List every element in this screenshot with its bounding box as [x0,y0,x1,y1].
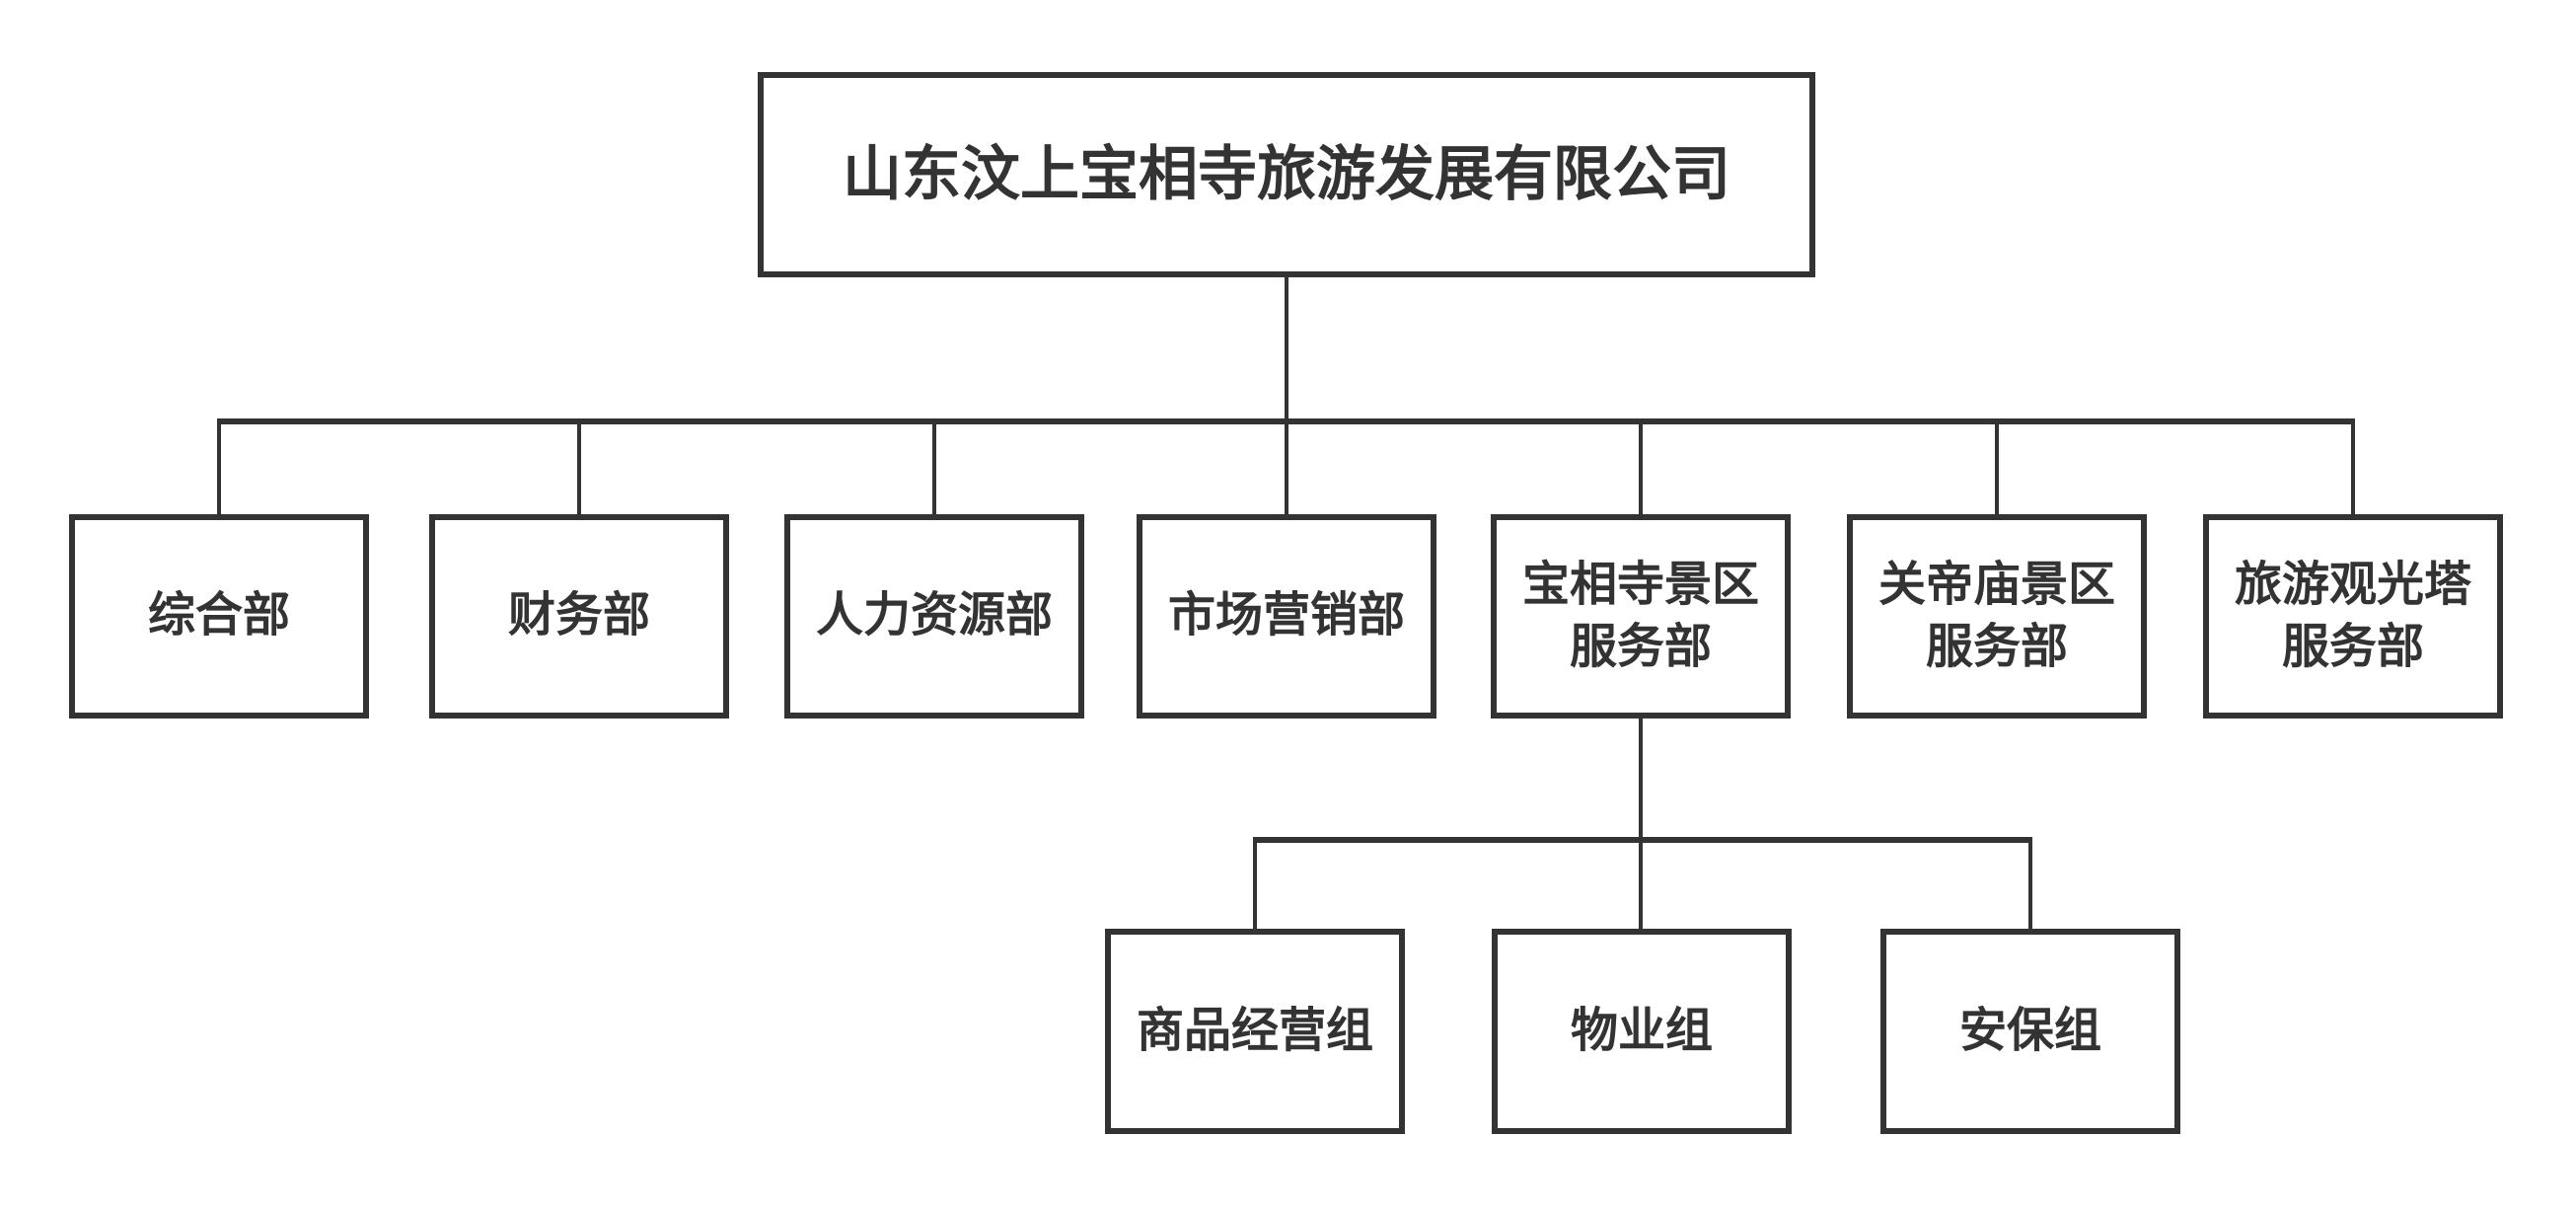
group-box-security: 安保组 [1880,929,2180,1134]
connector-baoxiangsi-stem [1639,719,1643,929]
connector-drop-tower [2351,418,2355,514]
dept-box-marketing: 市场营销部 [1137,514,1436,719]
connector-groups-bus [1253,837,2032,843]
connector-drop-security [2028,837,2032,929]
connector-drop-general [217,418,221,514]
connector-departments-bus [217,418,2355,424]
connector-drop-baoxiangsi [1639,418,1643,514]
dept-box-baoxiangsi-scenic-service: 宝相寺景区 服务部 [1491,514,1791,719]
dept-box-sightseeing-tower-service: 旅游观光塔 服务部 [2203,514,2503,719]
group-box-commodity: 商品经营组 [1105,929,1405,1134]
connector-drop-commodity [1253,837,1257,929]
dept-box-general: 综合部 [69,514,369,719]
group-box-property: 物业组 [1492,929,1792,1134]
dept-box-guandimiao-scenic-service: 关帝庙景区 服务部 [1847,514,2147,719]
connector-drop-hr [932,418,936,514]
connector-drop-guandimiao [1995,418,1999,514]
dept-box-finance: 财务部 [429,514,729,719]
connector-drop-finance [577,418,581,514]
dept-box-hr: 人力资源部 [784,514,1084,719]
connector-root-stem [1285,277,1288,514]
root-company-box: 山东汶上宝相寺旅游发展有限公司 [758,72,1815,277]
